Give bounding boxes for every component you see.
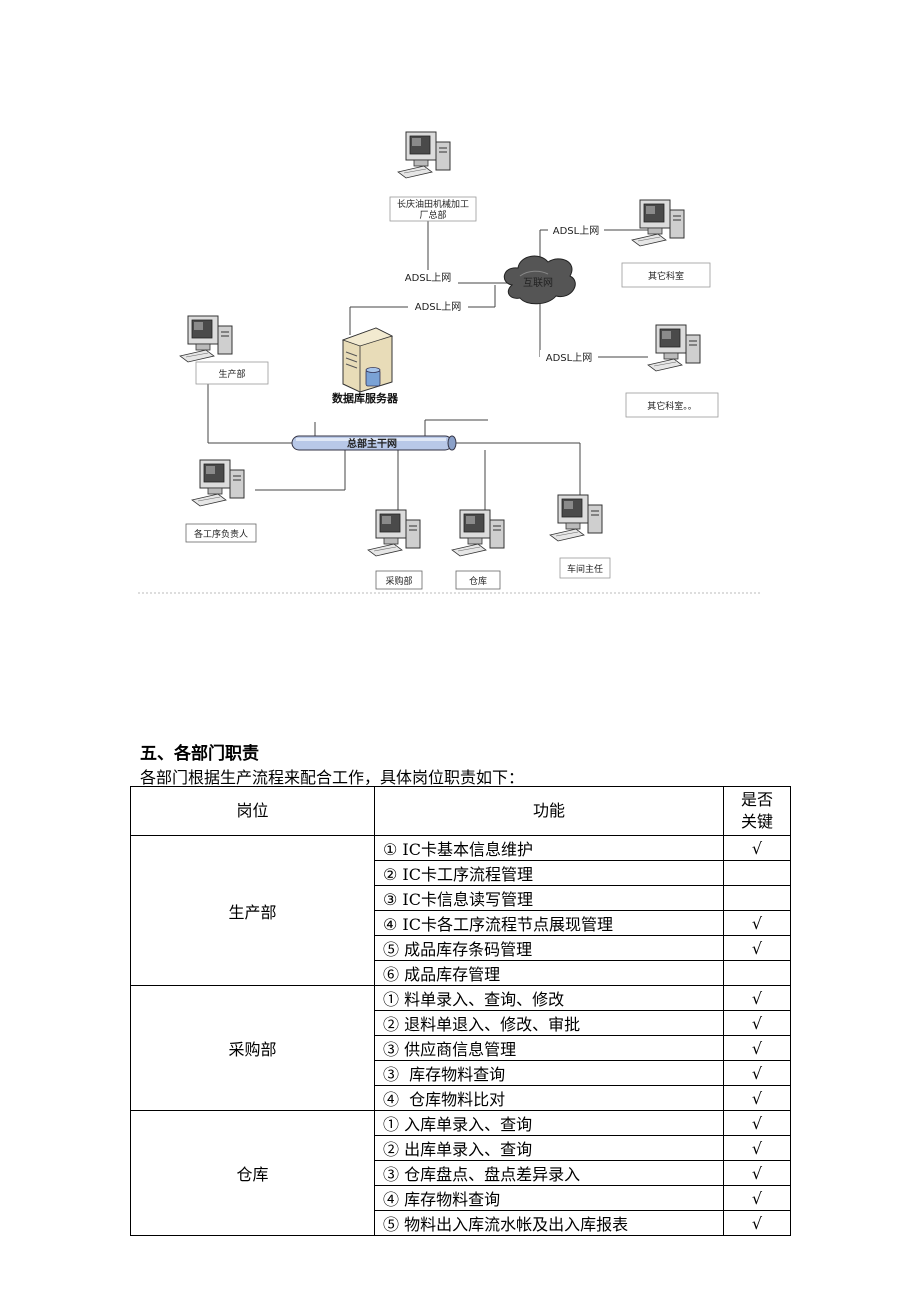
table-row: 采购部 ① 料单录入、查询、修改 √ — [130, 985, 791, 1111]
table-row: ③ 库存物料查询 √ — [131, 1060, 791, 1086]
key-mark-cell: √ — [723, 1085, 791, 1111]
adsl-label-top-right: ADSL上网 — [553, 225, 599, 237]
key-mark-cell: √ — [723, 985, 791, 1011]
key-mark-cell — [723, 960, 791, 986]
internet-label: 互联网 — [523, 277, 553, 289]
purchasing-label: 采购部 — [385, 575, 412, 587]
key-mark-cell: √ — [723, 835, 791, 861]
function-cell: ③ 仓库盘点、盘点差异录入 — [374, 1160, 724, 1186]
office-computer-icon — [647, 324, 701, 372]
dept-cell: 采购部 — [130, 985, 375, 1111]
other-office-label-1: 其它科室 — [648, 270, 684, 282]
key-mark-cell: √ — [723, 910, 791, 936]
hq-label-line2: 厂总部 — [419, 209, 446, 221]
key-mark-cell — [723, 860, 791, 886]
function-cell: ② 退料单退入、修改、审批 — [374, 1010, 724, 1036]
key-mark-cell — [723, 885, 791, 911]
table-row: 生产部 ① IC卡基本信息维护 √ — [130, 835, 791, 986]
function-cell: ① 入库单录入、查询 — [374, 1110, 724, 1136]
key-mark-cell: √ — [723, 1135, 791, 1161]
workshop-director-label: 车间主任 — [567, 563, 603, 575]
key-mark-cell: √ — [723, 935, 791, 961]
header-key: 是否 关键 — [723, 786, 791, 836]
leader-computer-icon — [191, 459, 245, 507]
process-leader-label: 各工序负责人 — [194, 528, 248, 540]
function-cell: ④ IC卡各工序流程节点展现管理 — [374, 910, 724, 936]
header-key-line1: 是否 — [740, 790, 773, 809]
table-row: 仓库 ① 入库单录入、查询 √ — [130, 1110, 791, 1236]
hq-computer-icon — [397, 131, 451, 179]
warehouse-computer-icon — [451, 509, 505, 557]
section-intro: 各部门根据生产流程来配合工作，具体岗位职责如下： — [140, 768, 525, 787]
network-diagram: 长庆油田机械加工 厂总部 ADSL上网 ADSL上网 ADSL上网 ADSL上网… — [138, 131, 760, 594]
dept-cell: 生产部 — [130, 835, 375, 986]
key-mark-cell: √ — [723, 1060, 791, 1086]
table-header-row: 岗位 功能 是否 关键 — [130, 786, 791, 836]
header-function: 功能 — [374, 786, 724, 836]
production-computer-icon — [179, 315, 233, 363]
adsl-label-bottom-right: ADSL上网 — [546, 352, 592, 364]
dept-cell: 仓库 — [130, 1110, 375, 1236]
table-row: ④ IC卡各工序流程节点展现管理 √ — [131, 910, 791, 936]
table-row: ⑤ 物料出入库流水帐及出入库报表 √ — [131, 1210, 791, 1236]
header-key-line2: 关键 — [740, 812, 773, 831]
database-server-icon — [341, 327, 394, 393]
function-cell: ③ 供应商信息管理 — [374, 1035, 724, 1061]
other-office-label-2: 其它科室。。 — [647, 400, 697, 412]
key-mark-cell: √ — [723, 1035, 791, 1061]
table-row: ② 出库单录入、查询 √ — [131, 1135, 791, 1161]
key-mark-cell: √ — [723, 1210, 791, 1236]
production-label: 生产部 — [218, 368, 245, 380]
hq-label-line1: 长庆油田机械加工 — [397, 198, 469, 210]
internet-cloud-icon — [503, 255, 576, 305]
table-row: ③ IC卡信息读写管理 — [131, 885, 791, 911]
function-cell: ⑥ 成品库存管理 — [374, 960, 724, 986]
table-row: ④ 仓库物料比对 √ — [131, 1085, 791, 1111]
purchasing-computer-icon — [367, 509, 421, 557]
function-cell: ④ 仓库物料比对 — [374, 1085, 724, 1111]
table-row: ⑤ 成品库存条码管理 √ — [131, 935, 791, 961]
duty-table: 岗位 功能 是否 关键 生产部 ① IC卡基本信息维护 √ ② IC卡工序流程管… — [130, 786, 791, 1236]
db-server-label: 数据库服务器 — [332, 391, 399, 405]
function-cell: ② 出库单录入、查询 — [374, 1135, 724, 1161]
function-cell: ② IC卡工序流程管理 — [374, 860, 724, 886]
section-title: 五、各部门职责 — [140, 744, 259, 764]
key-mark-cell: √ — [723, 1110, 791, 1136]
table-row: ③ 供应商信息管理 √ — [131, 1035, 791, 1061]
function-cell: ③ IC卡信息读写管理 — [374, 885, 724, 911]
backbone-pipe — [291, 435, 457, 451]
function-cell: ④ 库存物料查询 — [374, 1185, 724, 1211]
key-mark-cell: √ — [723, 1010, 791, 1036]
adsl-label-mid: ADSL上网 — [415, 301, 461, 313]
adsl-label-left: ADSL上网 — [405, 272, 451, 284]
function-cell: ③ 库存物料查询 — [374, 1060, 724, 1086]
header-position: 岗位 — [130, 786, 375, 836]
key-mark-cell: √ — [723, 1160, 791, 1186]
function-cell: ① IC卡基本信息维护 — [374, 835, 724, 861]
function-cell: ⑤ 物料出入库流水帐及出入库报表 — [374, 1210, 724, 1236]
office-computer-icon — [631, 199, 685, 247]
backbone-label: 总部主干网 — [347, 437, 397, 450]
key-mark-cell: √ — [723, 1185, 791, 1211]
workshop-computer-icon — [549, 494, 603, 542]
table-row: ② IC卡工序流程管理 — [131, 860, 791, 886]
function-cell: ① 料单录入、查询、修改 — [374, 985, 724, 1011]
table-row: ③ 仓库盘点、盘点差异录入 √ — [131, 1160, 791, 1186]
function-cell: ⑤ 成品库存条码管理 — [374, 935, 724, 961]
warehouse-label: 仓库 — [469, 575, 487, 587]
table-row: ② 退料单退入、修改、审批 √ — [131, 1010, 791, 1036]
